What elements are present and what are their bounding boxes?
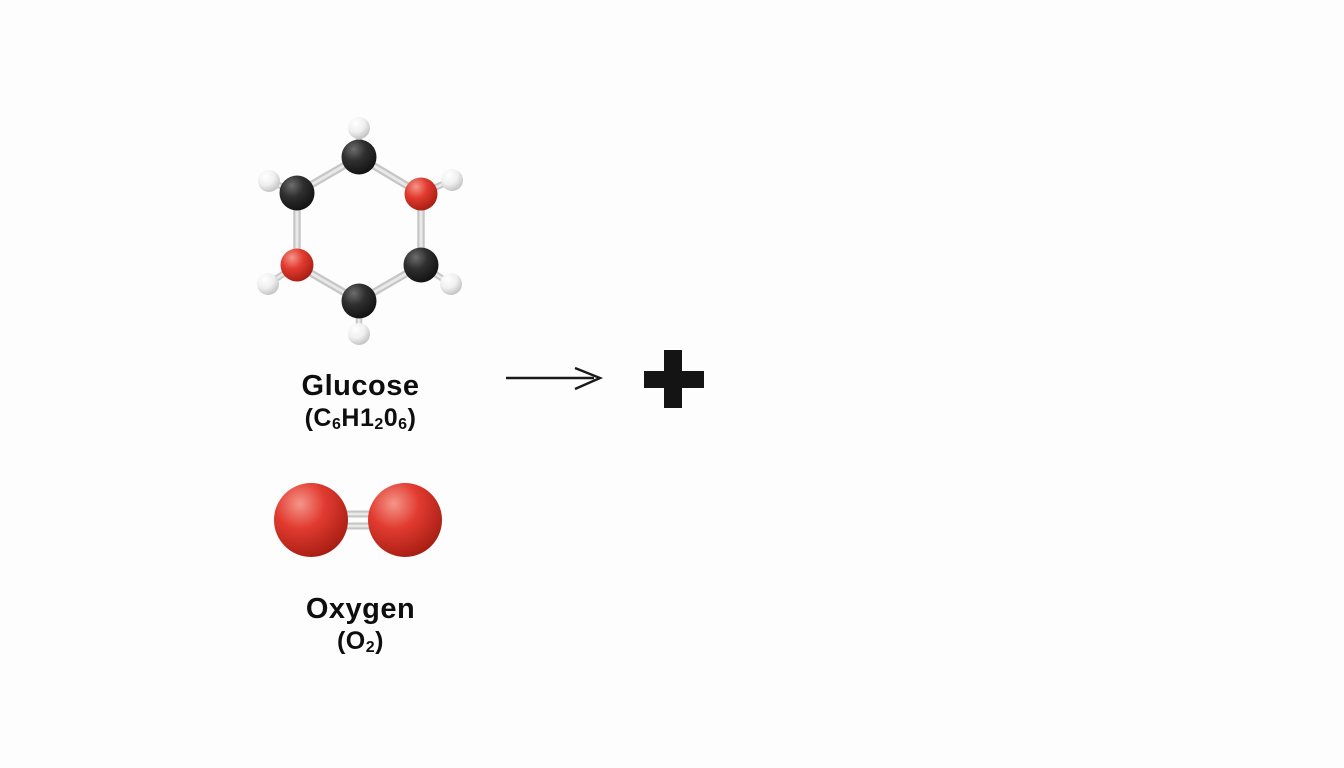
oxygen-label-block: Oxygen (O2)	[238, 594, 483, 658]
hydrogen-atom	[348, 323, 370, 345]
hydrogen-atom	[257, 273, 279, 295]
glucose-label-block: Glucose (C6H1206)	[238, 371, 483, 435]
oxygen-atom	[280, 248, 314, 282]
carbon-atom	[403, 247, 439, 283]
hydrogen-atom	[258, 170, 280, 192]
oxygen-atom	[404, 177, 438, 211]
oxygen-formula: (O2)	[336, 627, 384, 656]
hydrogen-atom	[348, 117, 370, 139]
reaction-arrow-icon	[506, 366, 604, 391]
glucose-formula: (C6H1206)	[304, 404, 417, 433]
carbon-atom	[341, 283, 377, 319]
plus-horizontal-bar	[644, 371, 704, 388]
carbon-atom	[279, 175, 315, 211]
oxygen-label: Oxygen	[305, 593, 416, 625]
glucose-label: Glucose	[301, 370, 420, 402]
glucose-molecule	[257, 117, 463, 345]
carbon-atom	[341, 139, 377, 175]
hydrogen-atom	[441, 169, 463, 191]
hydrogen-atom	[440, 273, 462, 295]
oxygen-atom	[368, 483, 442, 557]
plus-icon	[644, 350, 704, 408]
oxygen-molecule	[274, 483, 442, 557]
oxygen-atom	[274, 483, 348, 557]
